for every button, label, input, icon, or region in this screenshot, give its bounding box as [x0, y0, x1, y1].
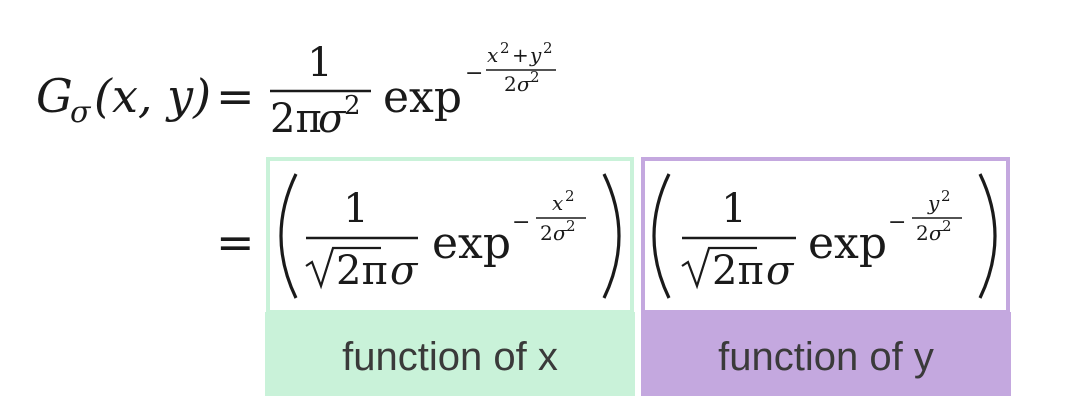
exponent-num-x-sup: 2 [500, 39, 510, 57]
coef-denominator-sigma: σ [318, 96, 347, 142]
equation-line-2: = 1 2π σ exp − x 2 2 σ 2 1 2π σ e [216, 173, 997, 299]
exponent-num-x: x [487, 43, 498, 67]
exponent-den-2: 2 [504, 72, 517, 96]
lhs-function-name: G [36, 69, 73, 123]
exponent-den-sup: 2 [530, 68, 540, 86]
factor-y-exponent-minus: − [888, 210, 906, 235]
factor-x-exponent-num-var: x [552, 191, 563, 215]
factor-y-right-paren [978, 173, 997, 299]
coef-denominator-2pi: 2π [270, 96, 322, 142]
factor-y-exponent-den-sigma: σ [929, 221, 944, 245]
equals-sign-2: = [216, 215, 255, 269]
factor-x-sqrt-content: 2π [336, 248, 388, 294]
factor-y: 1 2π σ exp − y 2 2 σ 2 [652, 173, 997, 299]
factor-x-sqrt-sign [305, 246, 381, 290]
exponent-minus-1: − [465, 61, 483, 86]
function-of-x-label: function of x [342, 335, 558, 379]
factor-y-numerator: 1 [721, 186, 746, 232]
factor-y-exponent-den-2: 2 [916, 221, 929, 245]
function-of-y-label-box [641, 312, 1011, 396]
lhs-arguments: (x, y) [94, 69, 211, 123]
function-of-y-label: function of y [718, 335, 934, 379]
factor-x-den-sigma: σ [390, 248, 419, 294]
exponent-den-sigma: σ [517, 72, 532, 96]
factor-x-left-paren [279, 173, 298, 299]
factor-y-exponent-num-sup: 2 [941, 187, 951, 205]
factor-x-right-paren [602, 173, 621, 299]
factor-x-exponent-den-sup: 2 [566, 217, 576, 235]
exponent-num-y: y [529, 43, 542, 67]
factor-x-exponent-den-2: 2 [540, 221, 553, 245]
exponent-num-y-sup: 2 [543, 39, 553, 57]
exp-word-1: exp [383, 72, 462, 123]
equals-sign-1: = [216, 69, 255, 123]
coef-denominator-exponent: 2 [344, 91, 361, 121]
factor-x-exponent-den-sigma: σ [553, 221, 568, 245]
exponent-num-plus: + [512, 43, 529, 67]
coef-numerator: 1 [307, 40, 332, 86]
factor-y-exponent-num-var: y [927, 191, 940, 215]
lhs-sigma-subscript: σ [70, 95, 92, 130]
factor-y-exp-word: exp [808, 218, 887, 269]
function-of-x-label-box [265, 312, 635, 396]
factor-y-sqrt-sign [681, 246, 757, 290]
factor-y-exponent-den-sup: 2 [942, 217, 952, 235]
factor-x: 1 2π σ exp − x 2 2 σ 2 [279, 173, 621, 299]
factor-y-sqrt-content: 2π [712, 248, 764, 294]
factor-x-exponent-minus: − [512, 210, 530, 235]
factor-y-den-sigma: σ [766, 248, 795, 294]
factor-x-exponent-num-sup: 2 [565, 187, 575, 205]
factor-x-numerator: 1 [343, 186, 368, 232]
factor-x-exp-word: exp [432, 218, 511, 269]
factor-y-left-paren [652, 173, 671, 299]
equation-line-1: G σ (x, y) = 1 2π σ 2 exp − x 2 + y 2 2 … [36, 39, 556, 142]
